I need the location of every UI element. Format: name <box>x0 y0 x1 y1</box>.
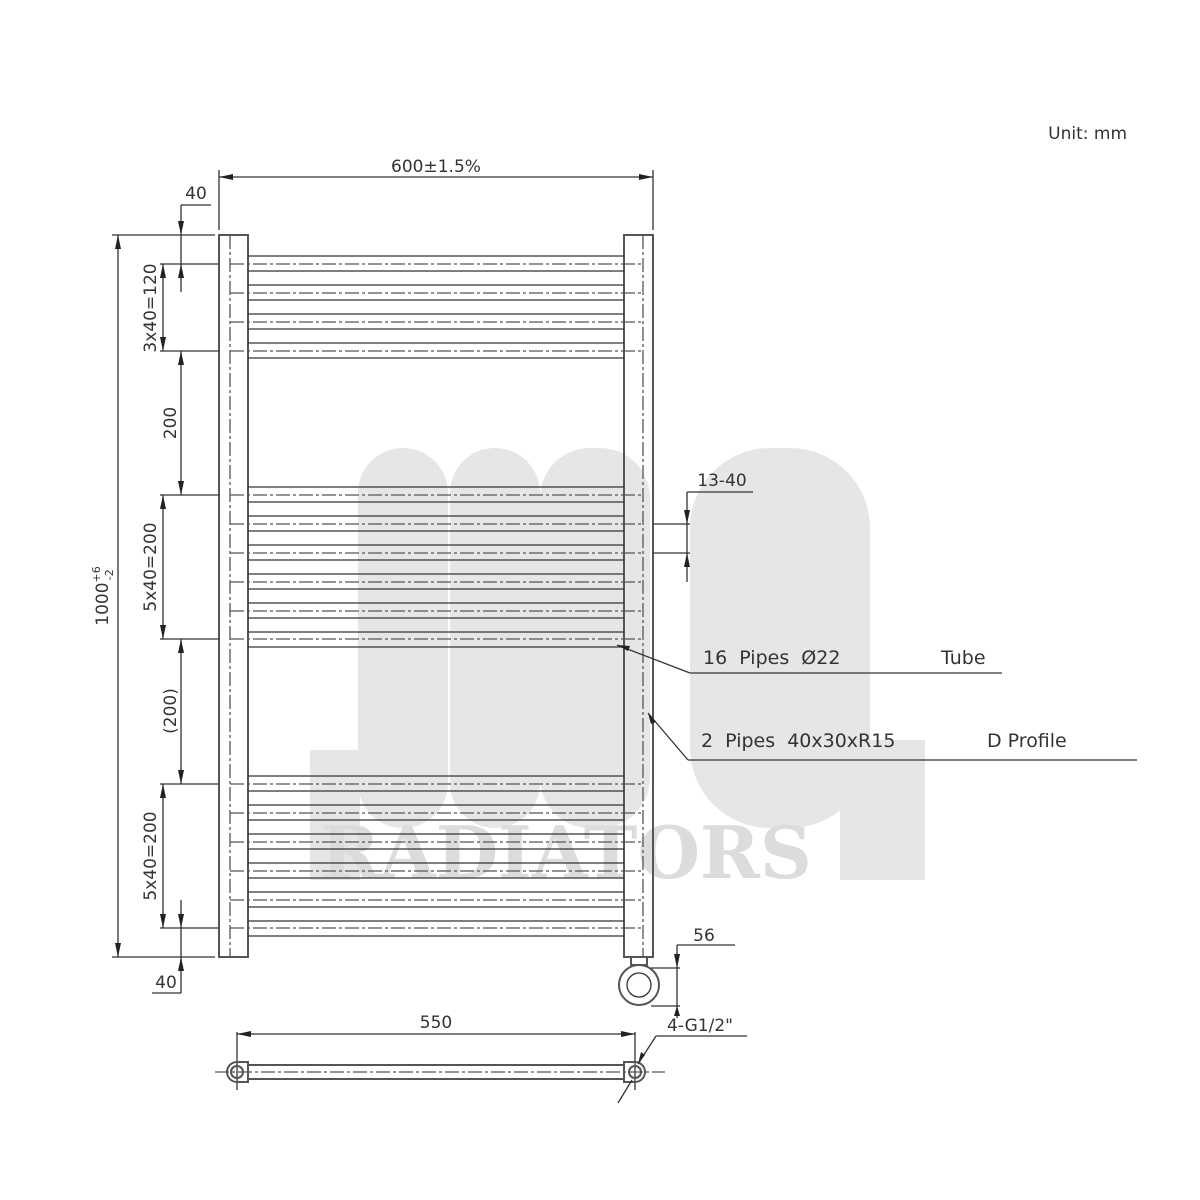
left-rail <box>218 234 249 958</box>
top-view <box>215 1031 665 1090</box>
svg-text:1000+6-2: 1000+6-2 <box>90 566 116 625</box>
upper-gap-dimension: 200 <box>161 407 181 439</box>
connection-size-label: 4-G1/2" <box>667 1016 733 1036</box>
bottom-offset-dimension: 40 <box>155 973 177 993</box>
tube-callout-count: 16 Pipes Ø22 <box>703 647 840 669</box>
height-dimension: 1000+6-2 <box>90 566 116 625</box>
rail-callout-count: 2 Pipes 40x30xR15 <box>701 730 895 752</box>
lower-gap-dimension: (200) <box>161 688 181 734</box>
tube-callout-type: Tube <box>940 647 986 669</box>
wall-gap-dimension: 13-40 <box>697 471 746 491</box>
valve-side-view <box>618 956 660 1006</box>
top-group-dimension: 3x40=120 <box>141 263 161 352</box>
rail-callout-type: D Profile <box>987 730 1067 752</box>
centers-dimension: 550 <box>420 1013 452 1033</box>
tube-group-middle <box>230 486 643 648</box>
watermark-text: RADIATORS <box>320 810 812 895</box>
watermark-logo <box>310 448 925 880</box>
valve-depth-dimension: 56 <box>693 926 715 946</box>
width-dimension: 600±1.5% <box>391 157 481 177</box>
bottom-group-dimension: 5x40=200 <box>141 811 161 900</box>
middle-group-dimension: 5x40=200 <box>141 522 161 611</box>
tube-group-bottom <box>230 775 643 937</box>
unit-label: Unit: mm <box>1048 124 1127 144</box>
tube-group-top <box>230 255 643 359</box>
top-offset-dimension: 40 <box>185 184 207 204</box>
